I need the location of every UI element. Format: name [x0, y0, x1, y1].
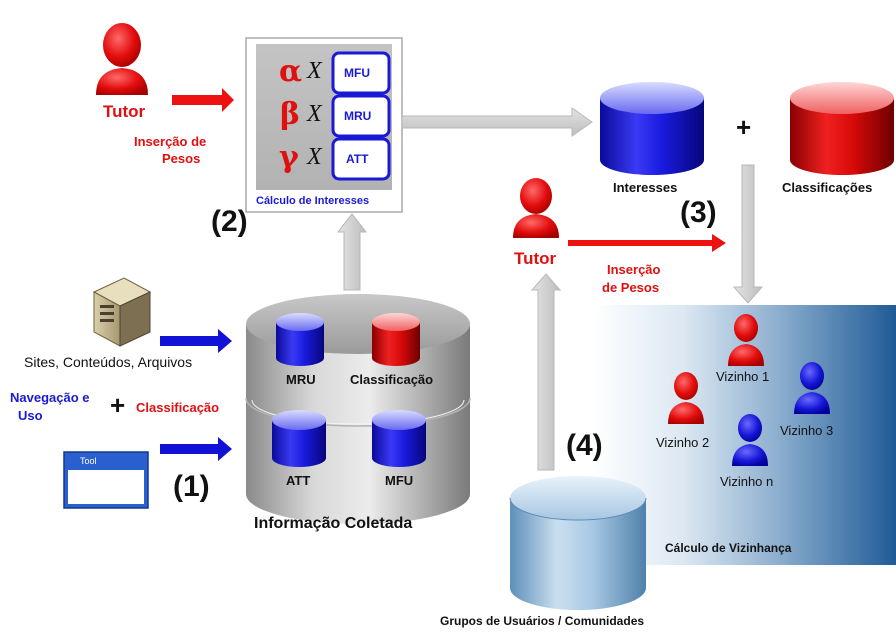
classification-store-label: Classificação — [350, 372, 434, 387]
mfu-cylinder — [372, 410, 426, 467]
classification-cylinder — [372, 313, 420, 366]
mru-cylinder — [276, 313, 324, 366]
tool-window-title: Tool — [80, 456, 97, 466]
tutor-label-2: Tutor — [514, 249, 557, 268]
mru-label: MRU — [286, 372, 316, 387]
att-label: ATT — [286, 473, 311, 488]
server-icon — [92, 277, 152, 347]
navigation-use-label-line1: Navegação e — [10, 390, 90, 405]
step-1-label: (1) — [173, 470, 210, 503]
ratings-cylinder — [790, 82, 894, 175]
tutor-weight-insertion-line2: Pesos — [162, 151, 201, 166]
step-2-label: (2) — [211, 205, 248, 238]
tutor-weight-insertion-2-line1: Inserção — [607, 262, 661, 277]
att-weight-label: ATT — [346, 152, 369, 166]
neighbor-3-person-icon — [794, 362, 830, 414]
groups-to-tutor-arrow — [530, 273, 562, 471]
neighbor-2-label: Vizinho 2 — [656, 435, 710, 450]
collected-info-caption: Informação Coletada — [254, 515, 413, 532]
user-groups-cylinder — [509, 476, 647, 610]
interests-cylinder — [600, 82, 704, 175]
tutor-to-panel-arrow — [568, 234, 726, 252]
tutor-label: Tutor — [103, 102, 146, 121]
mru-weight-label: MRU — [344, 109, 372, 123]
times-symbol-1: X — [307, 58, 322, 84]
tool-to-store-arrow — [160, 437, 232, 461]
mru-weight-box — [331, 94, 391, 138]
classification-source-label: Classificação — [136, 400, 220, 415]
tool-window-icon — [63, 451, 149, 509]
att-cylinder — [272, 410, 326, 467]
ratings-label: Classificações — [782, 180, 873, 195]
gamma-symbol: γ — [279, 140, 299, 175]
interests-label: Interesses — [613, 180, 678, 195]
beta-symbol: β — [280, 97, 300, 132]
tutor-person-icon-2 — [513, 178, 559, 238]
alpha-symbol: α — [279, 54, 303, 89]
tutor-to-calc-arrow — [172, 88, 234, 112]
step-4-label: (4) — [566, 429, 603, 462]
calc-to-interests-arrow — [401, 107, 593, 137]
interest-calculation-title: Cálculo de Interesses — [256, 195, 370, 207]
neighbor-n-person-icon — [732, 414, 768, 466]
neighbor-1-person-icon — [728, 314, 764, 366]
tutor-weight-insertion-line1: Inserção de — [134, 134, 207, 149]
sites-content-files-label: Sites, Conteúdos, Arquivos — [24, 354, 193, 370]
navigation-use-label-line2: Uso — [18, 408, 43, 423]
neighborhood-caption: Cálculo de Vizinhança — [665, 541, 792, 555]
mfu-weight-box — [331, 51, 391, 95]
neighbor-2-person-icon — [668, 372, 704, 424]
mfu-weight-label: MFU — [344, 66, 370, 80]
tutor-person-icon — [96, 23, 148, 95]
tutor-weight-insertion-2-line2: de Pesos — [602, 280, 660, 295]
neighbor-3-label: Vizinho 3 — [780, 423, 834, 438]
results-to-panel-arrow — [732, 164, 764, 304]
att-weight-box — [331, 137, 391, 181]
plus-sign-sources: + — [110, 390, 126, 420]
times-symbol-2: X — [307, 101, 322, 127]
mfu-label: MFU — [385, 473, 414, 488]
sites-to-store-arrow — [160, 329, 232, 353]
times-symbol-3: X — [307, 144, 322, 170]
store-to-calc-arrow — [336, 213, 368, 291]
interest-calculation-box — [245, 37, 403, 213]
neighbor-1-label: Vizinho 1 — [716, 369, 770, 384]
user-groups-caption: Grupos de Usuários / Comunidades — [440, 614, 645, 628]
neighbor-n-label: Vizinho n — [720, 474, 774, 489]
plus-sign-results: + — [736, 112, 752, 142]
step-3-label: (3) — [680, 196, 717, 229]
